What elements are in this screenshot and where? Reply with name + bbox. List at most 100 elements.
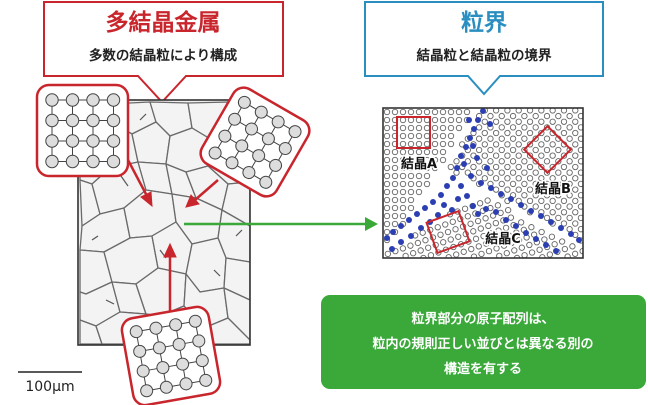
atom [172, 337, 186, 351]
atom-crystal-a [423, 108, 431, 116]
atom-crystal-c [561, 245, 569, 253]
atom [106, 134, 121, 148]
atom-crystal-b [543, 192, 551, 199]
atom-crystal-b [560, 163, 568, 171]
atom-crystal-b [504, 129, 511, 137]
atom-crystal-b [453, 158, 460, 165]
atom [86, 113, 100, 128]
lattice-bond [135, 331, 148, 391]
polycrystal-header: 多結晶金属 多数の結晶粒により構成 [43, 1, 284, 104]
atom-crystal-b [515, 175, 522, 182]
atom-crystal-a [439, 140, 447, 148]
atom-crystal-c [505, 232, 512, 239]
atom-crystal-b [521, 192, 528, 199]
inset-lattice-rotated [208, 95, 302, 189]
atom-crystal-c [494, 202, 502, 209]
atom-crystal-c [452, 226, 459, 233]
atom-crystal-b [538, 175, 545, 182]
atom [136, 364, 150, 378]
crystal-inset-upper-left [35, 83, 130, 178]
atom-crystal-c [558, 238, 566, 245]
atom-crystal-b [481, 129, 488, 137]
atom-crystal-a [463, 108, 471, 116]
atom-crystal-a [407, 156, 415, 164]
atom-crystal-a [383, 228, 391, 236]
atom [129, 325, 143, 339]
atom-crystal-b [509, 112, 517, 120]
atom-crystal-a [439, 116, 447, 124]
atom-crystal-b [543, 135, 551, 142]
atom-crystal-b [498, 180, 505, 188]
atom-boundary [488, 185, 494, 191]
atom-crystal-a [407, 148, 415, 156]
atom-crystal-b [521, 169, 528, 176]
highlight-square-a [396, 116, 431, 149]
atom-crystal-c [517, 219, 525, 226]
atom [254, 105, 268, 119]
atom [225, 156, 239, 170]
grain-twin-line [120, 175, 129, 187]
atom-boundary [430, 199, 436, 205]
grain [223, 287, 250, 341]
atom-boundary [533, 236, 539, 242]
lattice-bond [214, 102, 245, 154]
atom-crystal-c [417, 247, 424, 254]
atom-crystal-c [521, 252, 528, 258]
atom-crystal-c [490, 237, 497, 245]
atom-crystal-a [383, 156, 391, 164]
atom-crystal-c [470, 253, 478, 258]
atom-crystal-b [549, 108, 556, 114]
atom-crystal-b [560, 118, 568, 125]
atom-crystal-b [577, 135, 583, 142]
atom-crystal-b [577, 124, 583, 131]
atom-crystal-c [444, 228, 452, 236]
atom-crystal-a [431, 124, 439, 132]
atom-crystal-c [461, 205, 469, 212]
atom [106, 93, 121, 107]
atom-crystal-c [409, 250, 417, 257]
lattice-bond [146, 379, 206, 392]
atom-boundary [475, 211, 481, 217]
atom-crystal-a [383, 148, 391, 156]
green-arrow [184, 217, 378, 231]
note-line-1: 粒界部分の原子配列は、 [411, 311, 554, 327]
atom-crystal-b [560, 197, 568, 205]
atom-boundary [454, 165, 460, 171]
atom-crystal-b [560, 129, 568, 137]
atom-crystal-b [447, 163, 454, 171]
atom [245, 122, 259, 136]
atom-crystal-c [425, 244, 432, 251]
atom-crystal-a [439, 108, 447, 116]
atom-crystal-a [391, 164, 399, 172]
atom-boundary [467, 135, 473, 141]
atom-crystal-b [521, 112, 528, 120]
atom-crystal-c [538, 228, 545, 236]
atom-crystal-b [538, 186, 545, 193]
atom-crystal-c [500, 242, 508, 249]
atom-crystal-a [415, 148, 423, 156]
atom-crystal-b [526, 108, 534, 114]
atom-crystal-b [549, 186, 556, 193]
atom-crystal-c [449, 218, 456, 225]
atom-boundary [478, 180, 484, 186]
atom-crystal-b [555, 192, 562, 199]
atom-crystal-a [383, 132, 391, 140]
atom-crystal-b [577, 180, 583, 188]
atom-crystal-c [492, 219, 499, 227]
atom-boundary [438, 192, 444, 198]
atom [45, 154, 59, 169]
atom-boundary [508, 196, 514, 202]
atom-crystal-b [555, 214, 562, 222]
atom-crystal-a [391, 148, 399, 156]
atom-crystal-c [476, 200, 484, 207]
atom-crystal-c [477, 225, 484, 232]
atom-crystal-a [407, 188, 415, 196]
atom-crystal-b [566, 180, 573, 188]
atom-crystal-a [439, 132, 447, 140]
atom-crystal-b [481, 152, 488, 159]
atom-crystal-b [538, 152, 545, 159]
atom-boundary [422, 205, 428, 211]
atom-crystal-c [447, 236, 454, 243]
atom-crystal-b [555, 169, 562, 176]
atom-boundary [418, 225, 424, 231]
